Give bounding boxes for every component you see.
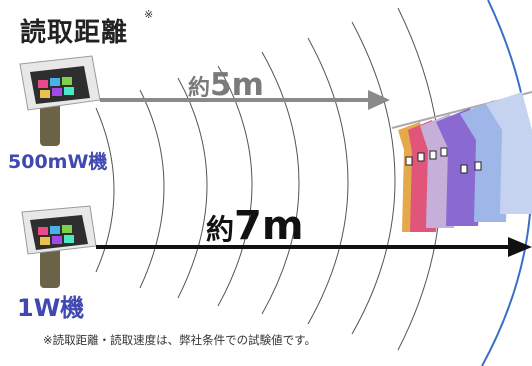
- radio-waves: [95, 7, 442, 351]
- wave-arc: [351, 21, 396, 335]
- wave-arc: [307, 37, 349, 325]
- wave-arc: [139, 89, 165, 289]
- rfid-reader-1w: [21, 205, 97, 288]
- wave-arc: [217, 65, 253, 307]
- distance-prefix: 約: [188, 76, 211, 101]
- distance-label-500mw: 約5m: [188, 67, 264, 103]
- wave-arc: [261, 51, 300, 315]
- wave-arc: [95, 107, 115, 273]
- arrow-500mw: [100, 90, 390, 110]
- distance-value: 5m: [210, 67, 264, 103]
- wave-arc: [177, 77, 208, 299]
- distance-prefix: 約: [206, 213, 235, 246]
- clothes-rack-illustration: [391, 91, 532, 232]
- arrow-1w: [96, 237, 532, 257]
- rfid-reader-500mw: [19, 55, 101, 146]
- device-label-500mw: 500mW機: [8, 151, 108, 173]
- distance-value: 7m: [234, 203, 304, 249]
- footnote: ※読取距離・読取速度は、弊社条件での試験値です。: [43, 333, 316, 347]
- distance-label-1w: 約7m: [206, 203, 304, 249]
- page-title: 読取距離: [20, 18, 129, 48]
- title-footnote-mark: ※: [144, 8, 154, 21]
- device-label-1w: 1W機: [17, 294, 85, 322]
